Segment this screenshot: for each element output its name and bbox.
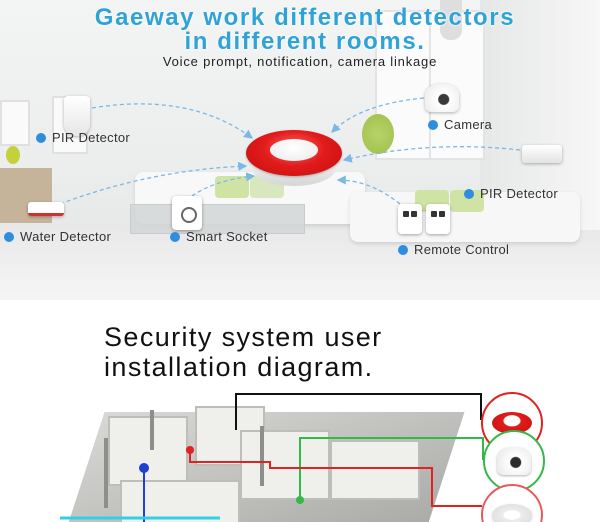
bullet-dot-icon <box>398 244 408 255</box>
scene-vase <box>6 146 20 164</box>
wire-smoke <box>189 452 482 507</box>
sensor-node <box>296 496 304 504</box>
floorplan-room <box>108 416 188 486</box>
pir-detector-icon <box>522 145 562 163</box>
scene-lamp <box>440 0 462 40</box>
scene-plant <box>362 114 394 154</box>
title-line-1: Gaeway work different detectors <box>94 4 516 31</box>
scene-coffee-table <box>130 204 305 234</box>
label-pir-detector-left: PIR Detector <box>36 130 130 145</box>
smoke-detector-icon <box>492 504 532 522</box>
sensor-node <box>186 446 194 454</box>
living-room-scene <box>0 0 600 300</box>
page-title: Gaeway work different detectors in diffe… <box>40 6 570 54</box>
bullet-dot-icon <box>36 132 46 143</box>
arrow-camera <box>331 97 425 133</box>
remote-control-icon <box>426 204 450 234</box>
floorplan-wall <box>104 438 108 508</box>
page-subtitle: Voice prompt, notification, camera linka… <box>162 54 438 69</box>
arrow-pir-left <box>91 103 254 139</box>
bullet-dot-icon <box>428 119 438 130</box>
label-text: Camera <box>444 117 493 132</box>
label-pir-detector-right: PIR Detector <box>464 186 558 201</box>
scene-picture-frame <box>0 100 30 146</box>
water-detector-icon <box>28 202 64 216</box>
siren-hub-icon <box>492 412 532 434</box>
arrow-remote <box>336 175 401 205</box>
label-water-detector: Water Detector <box>4 229 111 244</box>
floorplan-room <box>120 480 240 522</box>
floorplan-3d <box>0 380 600 522</box>
bullet-dot-icon <box>170 231 180 242</box>
diagram-title: Security system user installation diagra… <box>104 322 524 382</box>
label-text: Water Detector <box>20 229 112 244</box>
camera-icon <box>425 84 459 112</box>
label-text: PIR Detector <box>480 186 559 201</box>
remote-control-icon <box>398 204 422 234</box>
arrow-pir-right <box>342 146 521 163</box>
label-text: PIR Detector <box>52 130 131 145</box>
floorplan-wall <box>150 410 154 450</box>
label-text: Smart Socket <box>186 229 268 244</box>
sensor-node <box>139 463 149 473</box>
scene-cushion <box>215 176 249 198</box>
siren-hub-icon <box>246 130 342 188</box>
wire-hub <box>235 393 482 430</box>
label-camera: Camera <box>428 117 492 132</box>
label-remote-control: Remote Control <box>398 242 509 257</box>
floorplan-room <box>240 430 330 500</box>
scene-wall <box>480 0 600 230</box>
arrow-socket <box>191 172 256 197</box>
bullet-dot-icon <box>4 231 14 242</box>
label-text: Remote Control <box>414 242 510 257</box>
diagram-title-line-1: Security system user <box>104 322 383 352</box>
wiring-lines <box>60 393 484 522</box>
connection-arrows <box>59 97 521 205</box>
diagram-title-line-2: installation diagram. <box>104 352 374 382</box>
label-smart-socket: Smart Socket <box>170 229 268 244</box>
camera-icon <box>497 447 531 475</box>
arrow-water <box>59 161 248 205</box>
bullet-dot-icon <box>464 188 474 199</box>
pir-detector-icon <box>64 96 90 136</box>
scene-cushion <box>450 190 484 212</box>
floorplan-room <box>330 440 420 500</box>
title-line-2: in different rooms. <box>184 28 426 55</box>
smart-socket-icon <box>172 196 202 230</box>
camera-callout <box>483 430 545 492</box>
floorplan-wall <box>260 426 264 486</box>
